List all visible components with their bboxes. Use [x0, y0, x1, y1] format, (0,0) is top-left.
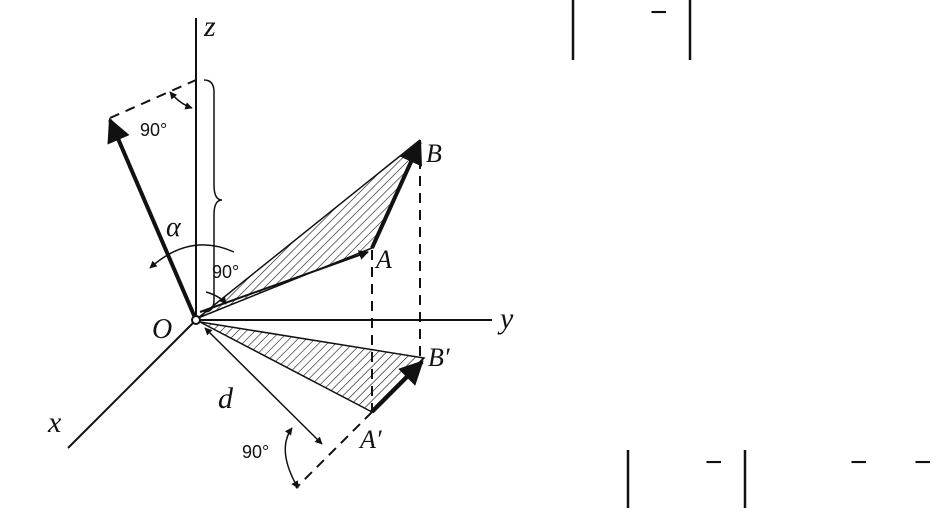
margin-dash-bottom-3: −	[914, 446, 932, 479]
right-angle-arc-top	[169, 91, 193, 110]
point-b-prime-label: B′	[428, 343, 450, 372]
origin-label: O	[152, 314, 172, 345]
right-angle-arc-bottom	[284, 427, 299, 489]
curly-brace	[203, 79, 223, 313]
x-axis-label: x	[47, 406, 62, 439]
point-a-prime-label: A′	[358, 425, 382, 454]
alpha-label: α	[166, 212, 182, 243]
distance-line	[204, 327, 323, 445]
right-angle-label-top: 90°	[140, 120, 167, 140]
margin-dash-bottom-1: −	[705, 446, 723, 479]
moment-vector	[107, 117, 198, 321]
z-axis-label: z	[203, 10, 216, 43]
vector-ab	[370, 139, 423, 249]
y-axis-label: y	[497, 302, 514, 335]
triangle-oab	[197, 139, 421, 319]
origin-point	[191, 315, 201, 325]
right-angle-arc-origin	[205, 291, 227, 305]
vector-oa	[199, 250, 369, 313]
margin-dash-bottom-2: −	[850, 446, 868, 479]
point-a-label: A	[374, 245, 392, 274]
distance-dashed-line	[295, 411, 373, 489]
right-angle-label-bottom: 90°	[242, 442, 269, 462]
triangle-oa-prime-b-prime	[199, 321, 426, 413]
right-angle-label-origin: 90°	[212, 262, 239, 282]
point-b-label: B	[426, 139, 442, 168]
margin-dash-top: −	[650, 0, 668, 29]
top-dashed-line	[109, 79, 197, 119]
alpha-arc	[149, 244, 235, 269]
vector-a-prime-b-prime	[370, 360, 424, 414]
distance-d-label: d	[218, 382, 234, 415]
x-axis	[67, 319, 197, 449]
